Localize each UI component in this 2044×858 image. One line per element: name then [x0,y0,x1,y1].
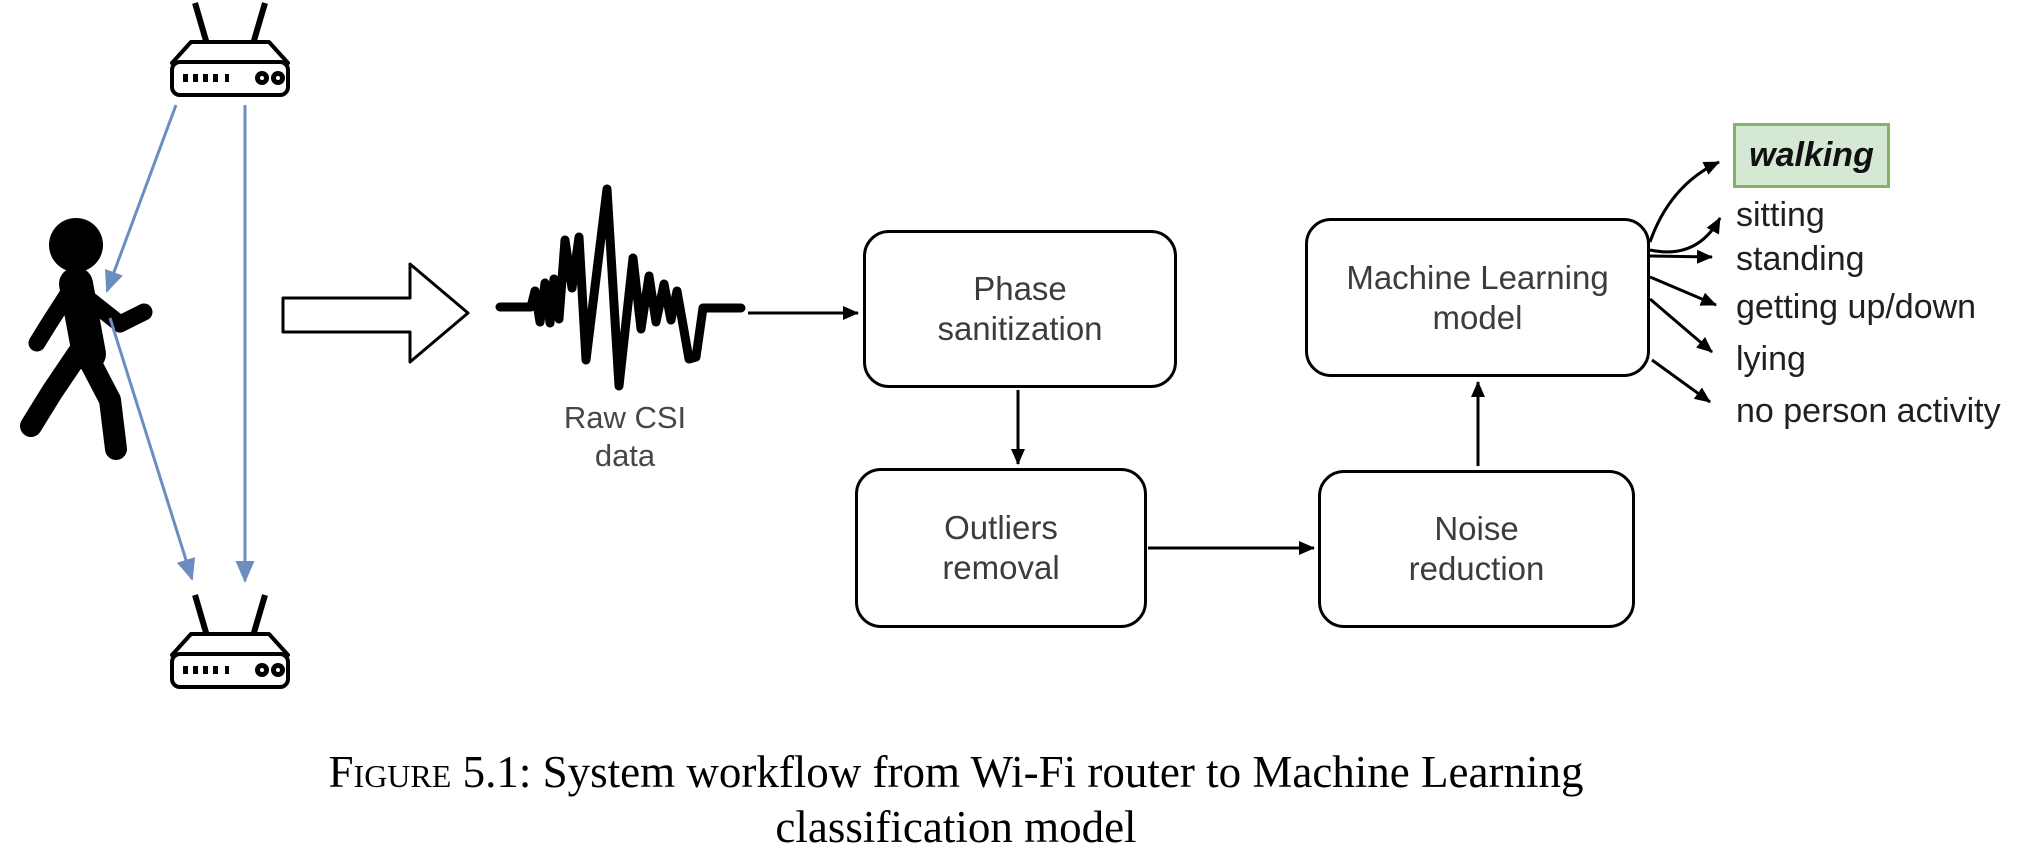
ml-box-line1: Machine Learning [1346,258,1609,296]
raw-csi-line2: data [594,438,656,473]
output-standing: standing [1736,240,1865,278]
phase-box-line1: Phase [973,270,1067,307]
walking-person-icon [20,218,153,460]
output-no-person-activity: no person activity [1736,392,2001,430]
outliers-box-line2: removal [942,549,1060,586]
phase-box-line2: sanitization [937,310,1103,347]
caption-line1: Figure 5.1: System workflow from Wi-Fi r… [0,745,1912,800]
output-lying: lying [1736,340,1806,378]
ml-box-line2: model [1432,298,1523,336]
wifi-router-bottom-icon [172,595,288,687]
noise-box-line1: Noise [1434,510,1519,547]
caption-line2: classification model [775,802,1137,852]
outliers-box-line1: Outliers [944,509,1058,546]
output-walking-highlighted: walking [1733,123,1890,188]
wifi-signal-links [105,104,255,583]
output-getting-up-down: getting up/down [1736,288,1977,326]
raw-csi-line1: Raw CSI [563,400,687,435]
noise-box-line2: reduction [1408,550,1545,587]
raw-csi-data-label: Raw CSI data [518,399,732,475]
phase-sanitization-box: Phase sanitization [863,230,1177,388]
block-arrow-right-icon [281,262,470,364]
machine-learning-model-box: Machine Learning model [1305,218,1650,377]
figure-caption: Figure 5.1: System workflow from Wi-Fi r… [0,745,1912,855]
caption-figure-label: Figure [328,747,452,797]
wifi-router-top-icon [172,3,288,95]
classification-arrows [1648,160,1722,404]
noise-reduction-box: Noise reduction [1318,470,1635,628]
outliers-removal-box: Outliers removal [855,468,1147,628]
csi-waveform-icon [495,184,746,391]
caption-line1-rest: 5.1: System workflow from Wi-Fi router t… [451,747,1584,797]
flow-arrows [748,306,1485,555]
output-walking-label: walking [1749,136,1874,174]
output-sitting: sitting [1736,196,1825,234]
